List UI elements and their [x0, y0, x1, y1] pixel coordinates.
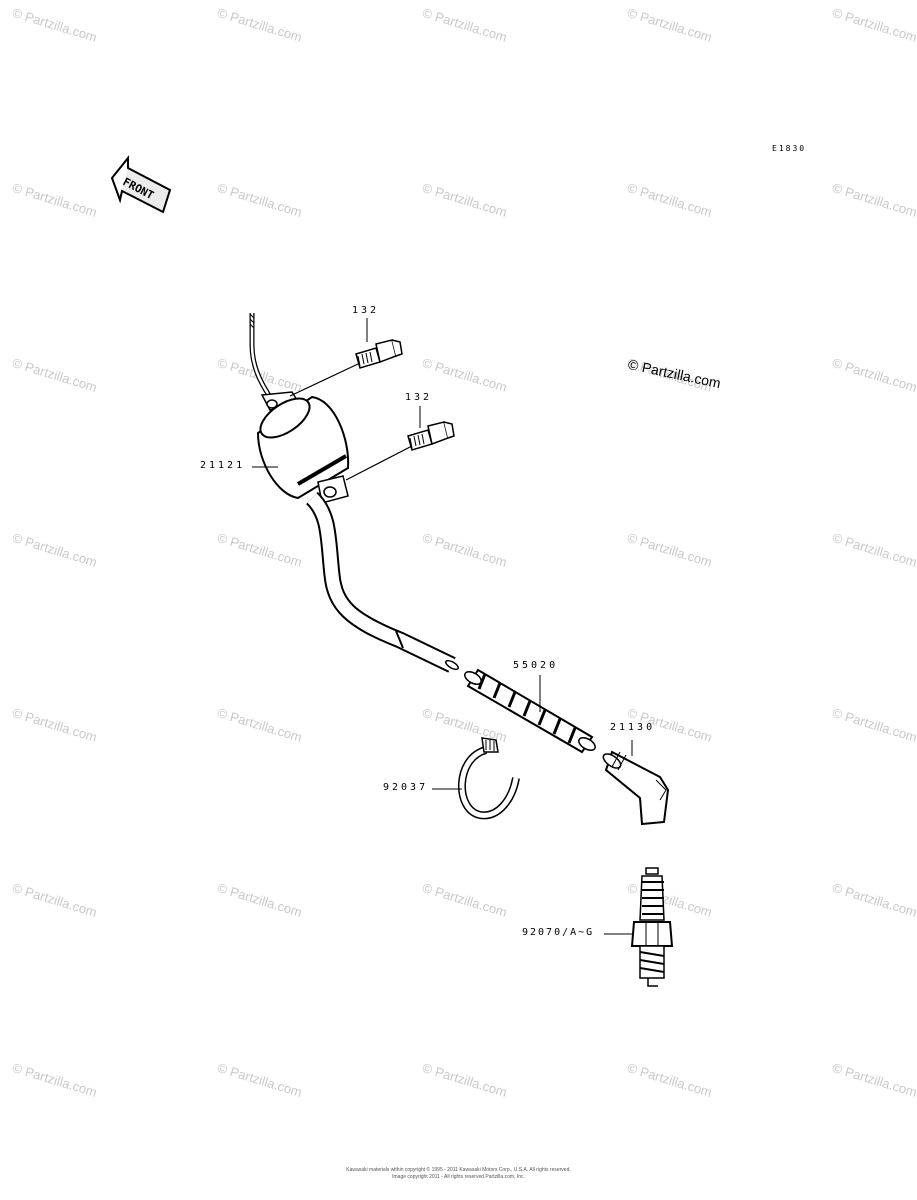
clamp-drawing: [432, 737, 520, 820]
front-arrow-icon: FRONT: [110, 155, 172, 214]
part-label-bolt-upper[interactable]: 132: [352, 305, 380, 316]
plug-cap-drawing: [602, 740, 670, 826]
spark-plug-drawing: [604, 867, 674, 987]
part-label-clamp[interactable]: 92037: [383, 782, 429, 793]
ignition-coil-drawing: [249, 313, 459, 673]
part-label-ignition-coil[interactable]: 21121: [200, 460, 246, 471]
bolt-lower-drawing: [345, 406, 455, 481]
part-label-plug-cap[interactable]: 21130: [610, 722, 656, 733]
bolt-upper-drawing: [289, 318, 403, 397]
footer-line-1: Kawasaki materials within copyright © 19…: [346, 1167, 571, 1173]
diagram-code: E1830: [772, 144, 807, 153]
footer-line-2: Image copyright 2011 - All rights reserv…: [392, 1174, 525, 1180]
part-label-bolt-lower[interactable]: 132: [405, 392, 433, 403]
cover-drawing: [464, 668, 596, 754]
part-label-spark-plug[interactable]: 92070/A~G: [522, 927, 595, 938]
part-label-cover[interactable]: 55020: [513, 660, 559, 671]
